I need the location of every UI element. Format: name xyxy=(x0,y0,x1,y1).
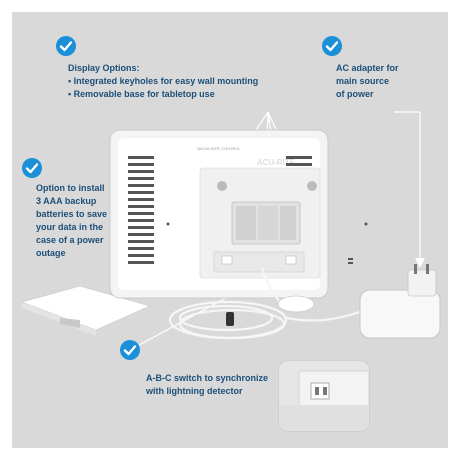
ac-adapter-line: AC adapter for xyxy=(336,63,399,73)
battery-line: batteries to save xyxy=(36,209,108,219)
back-logo: ACU-RITE xyxy=(257,158,296,167)
battery-line: 3 AAA backup xyxy=(36,196,97,206)
abc-switch-line: A-B-C switch to synchronize xyxy=(146,373,269,383)
abc-switch-area xyxy=(213,251,305,273)
battery-line: case of a power xyxy=(36,235,104,245)
callout-ac-adapter: AC adapter for main source of power xyxy=(336,62,436,101)
battery-line: outage xyxy=(36,248,66,258)
back-heading: BACKLIGHT CONTROL xyxy=(197,146,241,151)
keyhole-left xyxy=(217,181,227,191)
display-options-list: Integrated keyholes for easy wall mounti… xyxy=(68,75,288,101)
display-back: BACKLIGHT CONTROL ACU-RITE xyxy=(109,129,368,299)
check-icon xyxy=(120,340,140,360)
cable-tie xyxy=(226,312,234,326)
switch-inset-photo xyxy=(278,360,370,432)
ac-adapter-line: main source xyxy=(336,76,390,86)
check-icon xyxy=(22,158,42,178)
keyhole-right xyxy=(307,181,317,191)
check-icon xyxy=(322,36,342,56)
battery-line: Option to install xyxy=(36,183,105,193)
display-options-title: Display Options: xyxy=(68,63,140,73)
display-options-item: Removable base for tabletop use xyxy=(68,88,288,101)
pointer-arrow-ac xyxy=(415,258,425,268)
battery-line: your data in the xyxy=(36,222,104,232)
ac-adapter xyxy=(359,264,441,339)
cable-clip xyxy=(277,295,315,313)
abc-switch-line: with lightning detector xyxy=(146,386,243,396)
display-options-item: Integrated keyholes for easy wall mounti… xyxy=(68,75,288,88)
ac-adapter-line: of power xyxy=(336,89,374,99)
check-icon xyxy=(56,36,76,56)
callout-display-options: Display Options: Integrated keyholes for… xyxy=(68,62,288,101)
callout-backup-batteries: Option to install 3 AAA backup batteries… xyxy=(36,182,136,260)
callout-abc-switch: A-B-C switch to synchronize with lightni… xyxy=(146,372,286,398)
